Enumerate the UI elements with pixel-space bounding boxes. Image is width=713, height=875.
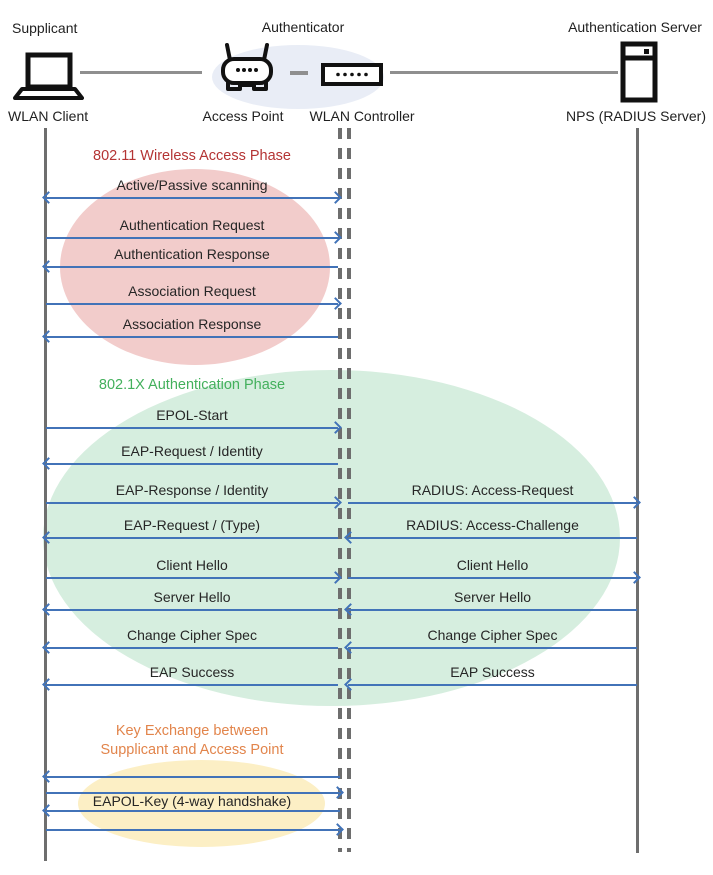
phase3-ellipse bbox=[78, 760, 325, 847]
wlan-controller-icon bbox=[321, 63, 383, 86]
label-server-hello-right: Server Hello bbox=[453, 589, 532, 605]
label-change-cipher-spec-left: Change Cipher Spec bbox=[127, 627, 257, 643]
arrow-eapol-key-1 bbox=[46, 776, 340, 778]
arrow-eap-request-identity bbox=[46, 463, 338, 465]
label-eap-request-identity: EAP-Request / Identity bbox=[121, 443, 263, 459]
label-authentication-response: Authentication Response bbox=[114, 246, 270, 262]
label-radius-access-request: RADIUS: Access-Request bbox=[411, 482, 574, 498]
lifeline-wlan-client bbox=[44, 128, 47, 861]
label-association-response: Association Response bbox=[122, 316, 262, 332]
arrow-association-request bbox=[46, 303, 338, 305]
arrow-authentication-request bbox=[46, 237, 338, 239]
role-authentication-server-label: Authentication Server bbox=[568, 19, 702, 35]
arrow-client-hello-left bbox=[46, 577, 338, 579]
phase1-title: 802.11 Wireless Access Phase bbox=[93, 148, 291, 164]
arrow-server-hello-left bbox=[46, 609, 338, 611]
label-eap-request-type: EAP-Request / (Type) bbox=[123, 517, 261, 533]
arrow-change-cipher-spec-right bbox=[348, 647, 637, 649]
device-access-point-label: Access Point bbox=[202, 108, 284, 124]
arrow-authentication-response bbox=[46, 266, 338, 268]
label-eap-success-left: EAP Success bbox=[149, 664, 235, 680]
arrow-server-hello-right bbox=[348, 609, 637, 611]
label-client-hello-right: Client Hello bbox=[456, 557, 529, 573]
arrow-active-passive-scanning bbox=[46, 197, 338, 199]
arrow-association-response bbox=[46, 336, 338, 338]
label-server-hello-left: Server Hello bbox=[153, 589, 231, 605]
label-eapol-key: EAPOL-Key (4-way handshake) bbox=[92, 793, 292, 809]
label-radius-access-challenge: RADIUS: Access-Challenge bbox=[406, 517, 579, 533]
connector-client-ap bbox=[80, 71, 202, 74]
label-eap-response-identity: EAP-Response / Identity bbox=[115, 482, 269, 498]
arrow-eapol-key-3 bbox=[46, 810, 340, 812]
arrow-eap-success-left bbox=[46, 684, 338, 686]
phase3-title-line2: Supplicant and Access Point bbox=[100, 742, 284, 758]
device-wlan-controller-label: WLAN Controller bbox=[309, 108, 415, 124]
arrow-eapol-key-2 bbox=[46, 792, 340, 794]
label-eap-success-right: EAP Success bbox=[450, 664, 535, 680]
access-point-icon bbox=[221, 43, 273, 91]
lifeline-access-point-dashed bbox=[338, 128, 342, 852]
role-supplicant-label: Supplicant bbox=[12, 20, 78, 36]
arrow-epol-start bbox=[46, 427, 338, 429]
label-authentication-request: Authentication Request bbox=[119, 217, 265, 233]
arrow-eapol-key-4 bbox=[46, 829, 340, 831]
connector-controller-server bbox=[390, 71, 618, 74]
arrow-eap-request-type bbox=[46, 537, 338, 539]
laptop-icon bbox=[13, 52, 84, 100]
connector-ap-controller bbox=[290, 71, 308, 75]
role-authenticator-label: Authenticator bbox=[261, 19, 345, 35]
device-wlan-client-label: WLAN Client bbox=[8, 108, 89, 124]
label-epol-start: EPOL-Start bbox=[156, 407, 228, 423]
lifeline-nps-server bbox=[636, 128, 639, 853]
arrow-eap-response-identity bbox=[46, 502, 338, 504]
phase3-title-line1: Key Exchange between bbox=[115, 723, 269, 739]
phase2-title: 802.1X Authentication Phase bbox=[98, 377, 286, 393]
label-client-hello-left: Client Hello bbox=[156, 557, 228, 573]
label-association-request: Association Request bbox=[128, 283, 256, 299]
label-change-cipher-spec-right: Change Cipher Spec bbox=[427, 627, 558, 643]
arrow-radius-access-challenge bbox=[348, 537, 637, 539]
arrow-radius-access-request bbox=[348, 502, 637, 504]
server-icon bbox=[620, 41, 658, 103]
device-nps-radius-server-label: NPS (RADIUS Server) bbox=[565, 108, 707, 124]
arrow-change-cipher-spec-left bbox=[46, 647, 338, 649]
lifeline-wlan-controller-dashed bbox=[347, 128, 351, 852]
label-active-passive-scanning: Active/Passive scanning bbox=[116, 177, 268, 193]
arrow-client-hello-right bbox=[348, 577, 637, 579]
arrow-eap-success-right bbox=[348, 684, 637, 686]
